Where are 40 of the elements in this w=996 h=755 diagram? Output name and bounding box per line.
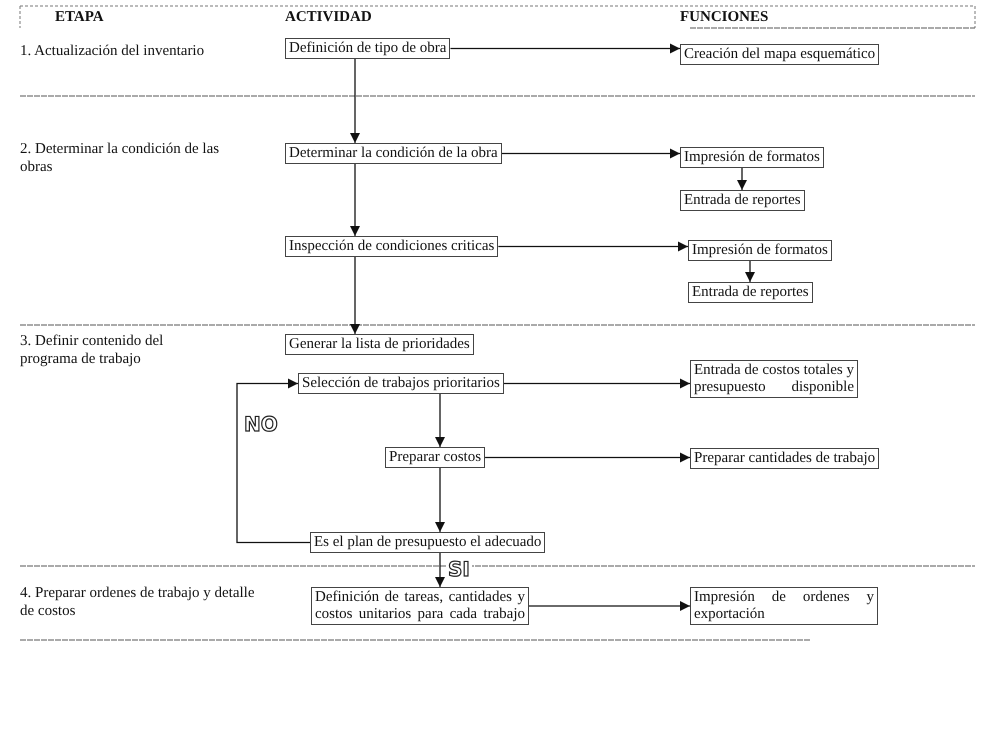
arrow [450,44,680,54]
process-box: Preparar costos [385,447,486,468]
arrow [350,59,360,143]
arrow [502,148,680,158]
process-box: Entrada de reportes [680,190,805,211]
stage-label: 3. Definir contenido del programa de trabajo [20,332,164,368]
process-box: Definición de tipo de obra [285,38,450,59]
stage-label: 1. Actualización del inventario [20,42,206,60]
arrow [435,553,445,587]
arrow [745,261,755,282]
stage-label: 2. Determinar la condición de las obras [20,140,220,176]
process-box: Impresión de formatos [680,147,824,168]
arrow [350,164,360,236]
arrow [498,242,688,252]
process-box: Entrada de reportes [688,282,813,303]
edge-label: NO [242,413,280,435]
column-header: ACTIVIDAD [285,8,372,26]
column-header: ETAPA [55,8,104,26]
arrow [737,168,747,190]
column-header: FUNCIONES [680,8,768,26]
arrow [350,257,360,334]
arrow [504,378,690,388]
process-box: Impresión de ordenes y exportación [690,587,878,625]
process-box: Preparar cantidades de trabajo [690,448,880,469]
process-box: Creación del mapa esquemático [680,44,880,65]
arrow [485,452,690,462]
process-box: Es el plan de presupuesto el adecuado [310,532,546,553]
process-box: Definición de tareas, cantidades y costos unitarios para cada trabajo [311,587,529,625]
process-box: Impresión de formatos [688,240,832,261]
arrow [435,468,445,532]
arrow [435,394,445,447]
process-box: Generar la lista de prioridades [285,334,474,355]
process-box: Inspección de condiciones criticas [285,236,498,257]
stage-label: 4. Preparar ordenes de trabajo y detalle de costos [20,584,256,620]
edge-label: SI [446,558,472,580]
process-box: Determinar la condición de la obra [285,143,502,164]
arrow [236,378,310,544]
process-box: Entrada de costos totales y presupuesto disponible [690,360,858,398]
arrow [529,601,690,611]
process-box: Selección de trabajos prioritarios [298,373,504,394]
